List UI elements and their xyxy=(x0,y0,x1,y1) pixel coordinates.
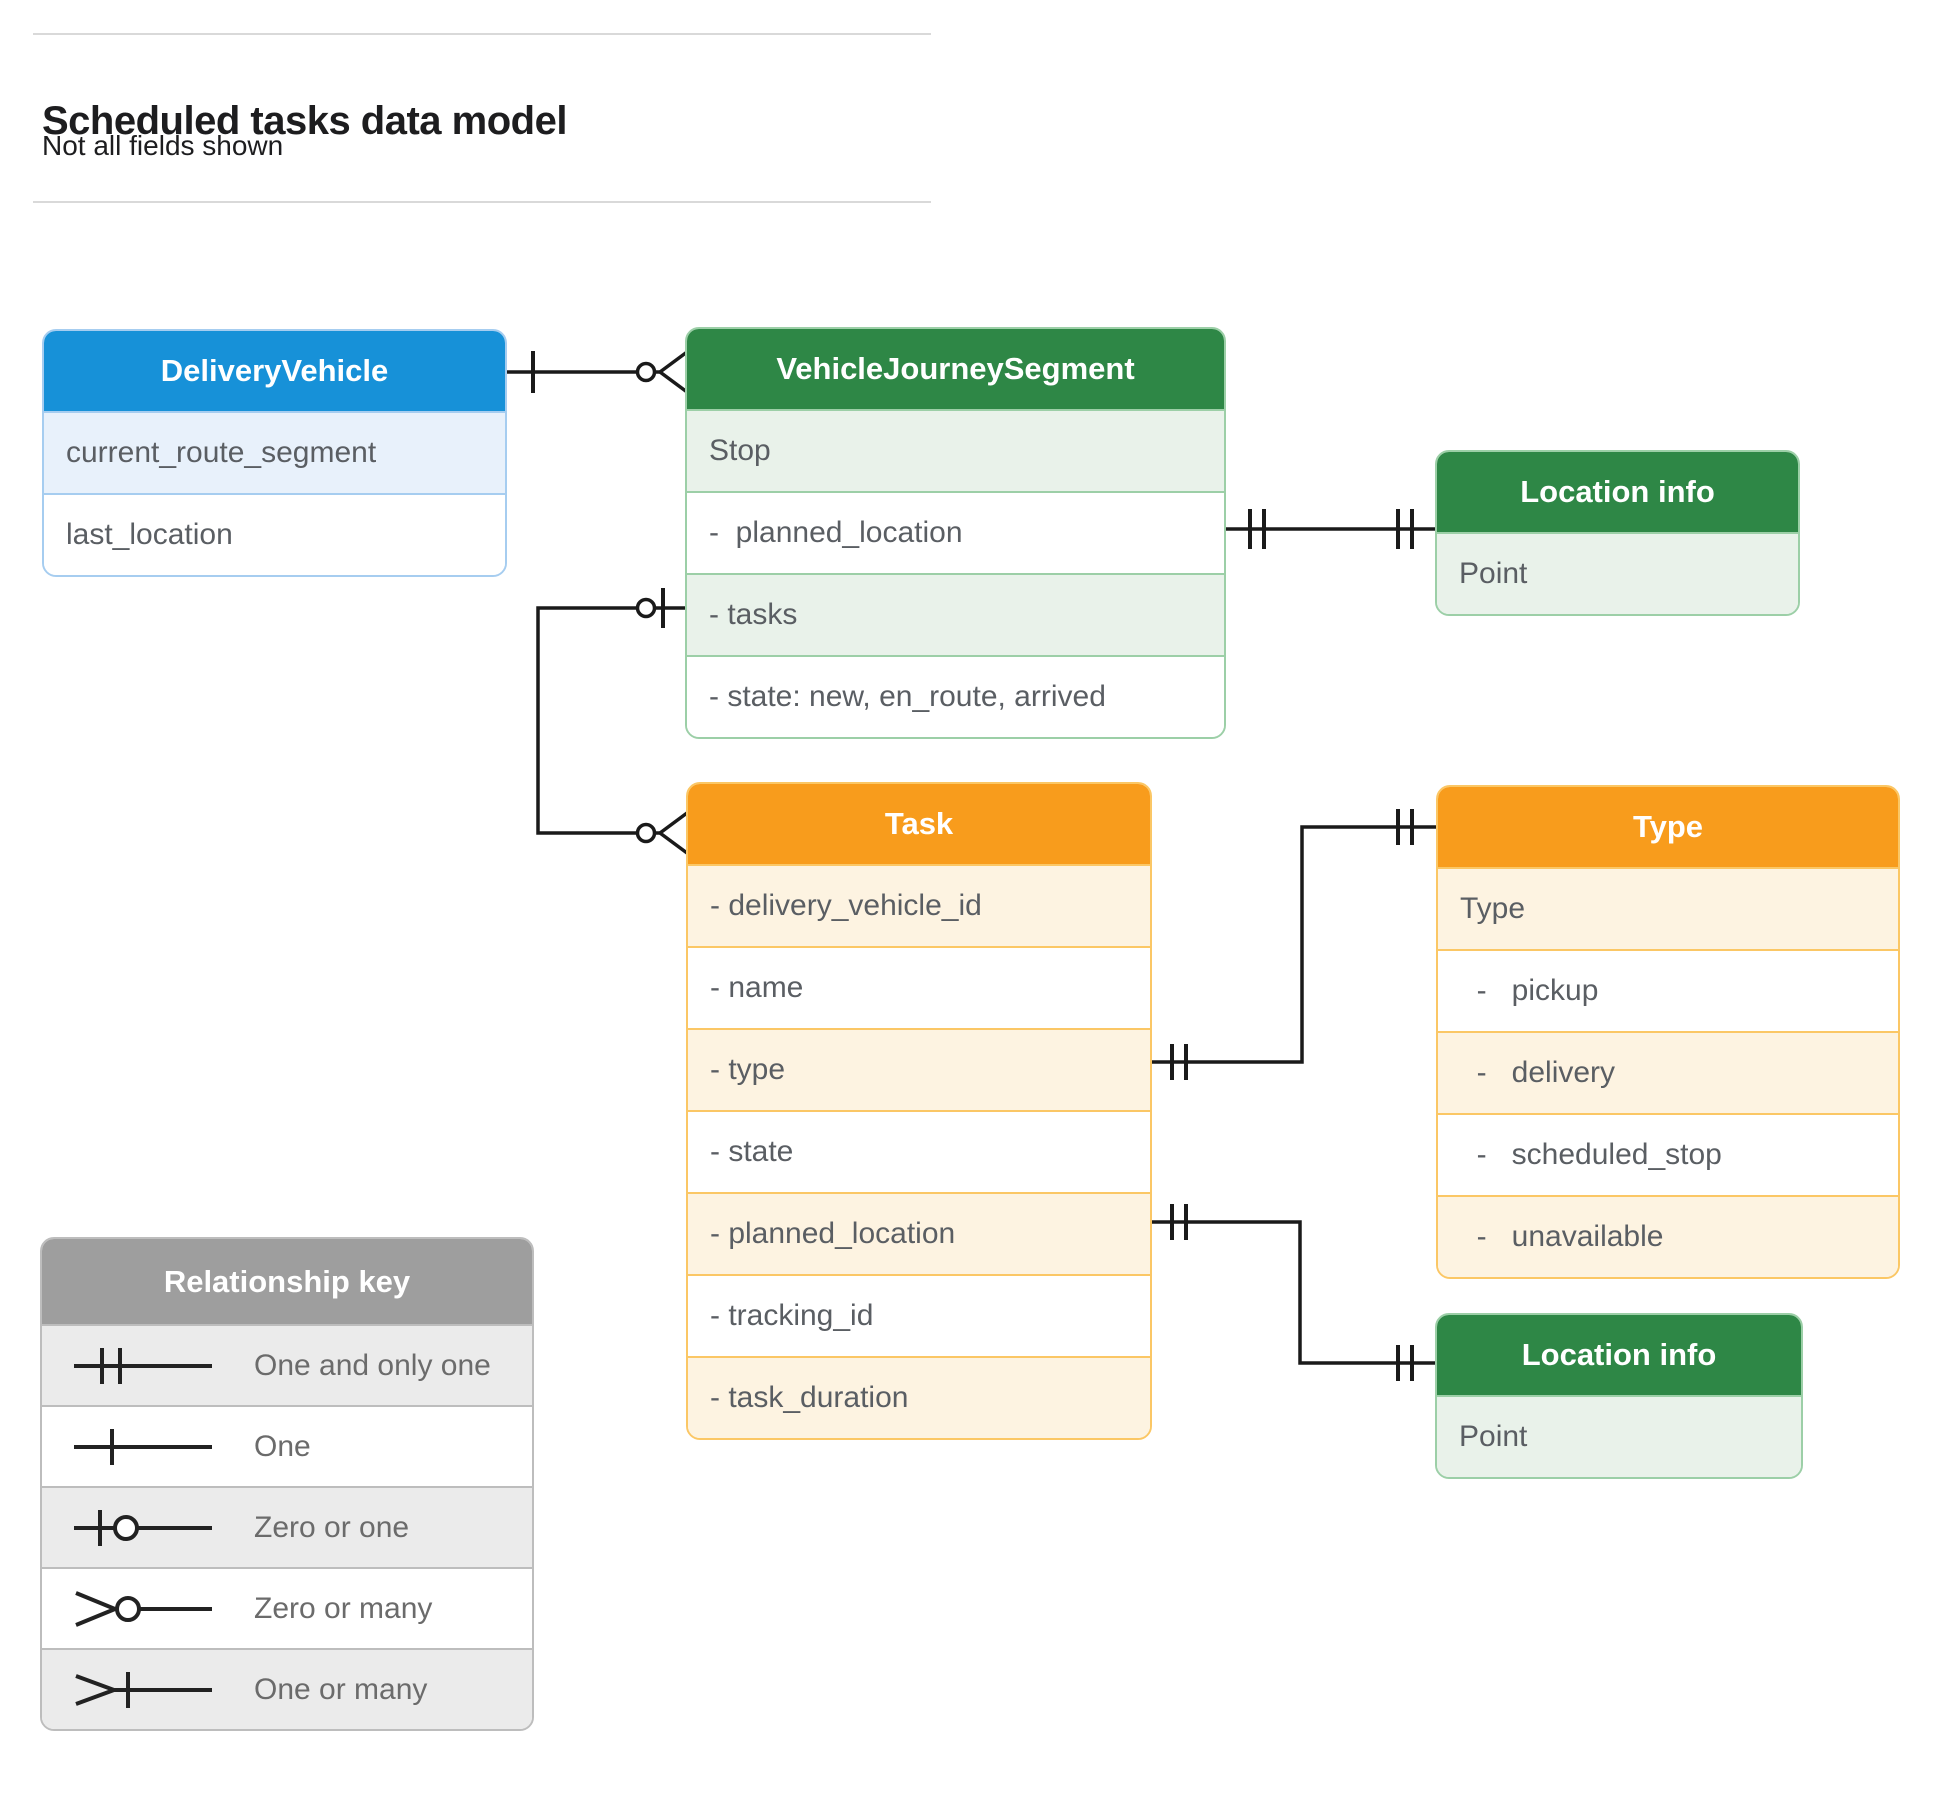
entity-field: - tracking_id xyxy=(688,1274,1150,1356)
legend-item: Zero or many xyxy=(42,1567,532,1648)
entity-field: Type xyxy=(1438,867,1898,949)
entity-location-info-top: Location info Point xyxy=(1435,450,1800,616)
bottom-divider xyxy=(33,201,931,203)
page-subtitle: Not all fields shown xyxy=(42,130,284,161)
legend-label: One xyxy=(254,1429,311,1463)
wire xyxy=(536,606,685,835)
entity-header: Location info xyxy=(1437,452,1798,532)
entity-field: - planned_location xyxy=(687,491,1224,573)
entity-field: Point xyxy=(1437,532,1798,614)
legend-label: Zero or one xyxy=(254,1510,410,1544)
many-crowfoot xyxy=(658,350,689,394)
legend-item: Zero or one xyxy=(42,1486,532,1567)
legend-label: One and only one xyxy=(254,1348,491,1382)
legend-item: One and only one xyxy=(42,1324,532,1405)
entity-header: DeliveryVehicle xyxy=(44,331,505,411)
entity-field: - state: new, en_route, arrived xyxy=(687,655,1224,737)
entity-field: Stop xyxy=(687,409,1224,491)
entity-field: - name xyxy=(688,946,1150,1028)
entity-header: Task xyxy=(688,784,1150,864)
rel-deliveryvehicle-vehiclejourneysegment xyxy=(505,350,689,394)
relationship-key-header: Relationship key xyxy=(42,1239,532,1324)
entity-header: VehicleJourneySegment xyxy=(687,329,1224,409)
entity-field: - unavailable xyxy=(1438,1195,1898,1277)
rel-vjs-tasks-task xyxy=(536,588,689,855)
entity-type: Type Type - pickup - delivery - schedule… xyxy=(1436,785,1900,1279)
wire xyxy=(1152,1220,1435,1365)
entity-field: - planned_location xyxy=(688,1192,1150,1274)
entity-delivery-vehicle: DeliveryVehicle current_route_segment la… xyxy=(42,329,507,577)
top-divider xyxy=(33,33,931,35)
entity-field: - scheduled_stop xyxy=(1438,1113,1898,1195)
entity-field: - type xyxy=(688,1028,1150,1110)
entity-field: last_location xyxy=(44,493,505,575)
zero-circle xyxy=(635,597,657,619)
legend-label: One or many xyxy=(254,1672,428,1706)
entity-field: current_route_segment xyxy=(44,411,505,493)
entity-field: - state xyxy=(688,1110,1150,1192)
one-or-many-icon xyxy=(75,1671,212,1708)
entity-field: Point xyxy=(1437,1395,1801,1477)
rel-task-plannedlocation-locationinfo xyxy=(1152,1204,1435,1381)
entity-header: Location info xyxy=(1437,1315,1801,1395)
entity-location-info-bottom: Location info Point xyxy=(1435,1313,1803,1479)
entity-field: - pickup xyxy=(1438,949,1898,1031)
entity-vehicle-journey-segment: VehicleJourneySegment Stop - planned_loc… xyxy=(685,327,1226,739)
entity-field: - delivery_vehicle_id xyxy=(688,864,1150,946)
rel-task-type xyxy=(1152,809,1436,1080)
entity-task: Task - delivery_vehicle_id - name - type… xyxy=(686,782,1152,1440)
page-title: Scheduled tasks data model xyxy=(42,98,567,143)
zero-or-many-icon xyxy=(75,1590,212,1627)
wire xyxy=(1152,825,1436,1064)
one-and-only-one-icon xyxy=(74,1347,212,1384)
many-crowfoot xyxy=(658,811,689,855)
entity-header: Type xyxy=(1438,787,1898,867)
legend-label: Zero or many xyxy=(254,1591,433,1625)
entity-field: - task_duration xyxy=(688,1356,1150,1438)
entity-field: - delivery xyxy=(1438,1031,1898,1113)
rel-vjs-plannedlocation-locationinfo xyxy=(1226,509,1435,549)
entity-field: - tasks xyxy=(687,573,1224,655)
zero-circle xyxy=(635,822,657,844)
one-icon xyxy=(74,1428,212,1465)
relationship-key: Relationship key One and only one One Ze… xyxy=(40,1237,534,1731)
legend-item: One or many xyxy=(42,1648,532,1729)
zero-or-one-icon xyxy=(74,1509,212,1546)
legend-item: One xyxy=(42,1405,532,1486)
zero-circle xyxy=(635,361,657,383)
